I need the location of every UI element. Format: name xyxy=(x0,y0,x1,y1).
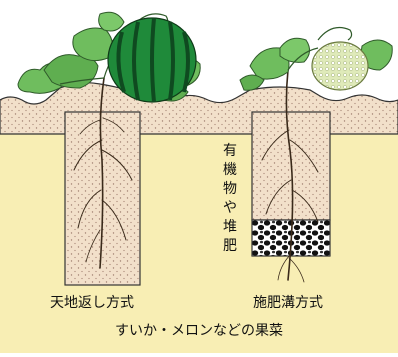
right-roots xyxy=(261,69,319,283)
melon-illustration xyxy=(311,41,369,91)
caption: すいか・メロンなどの果菜 xyxy=(115,323,283,339)
subsoil xyxy=(0,112,398,353)
organic-matter-label: 有機物や堆肥 xyxy=(223,143,237,254)
right-vines xyxy=(287,27,353,71)
left-method-label: 天地返し方式 xyxy=(50,295,134,311)
left-roots xyxy=(73,77,133,269)
right-method-label: 施肥溝方式 xyxy=(253,295,323,311)
watermelon-illustration xyxy=(107,17,197,103)
